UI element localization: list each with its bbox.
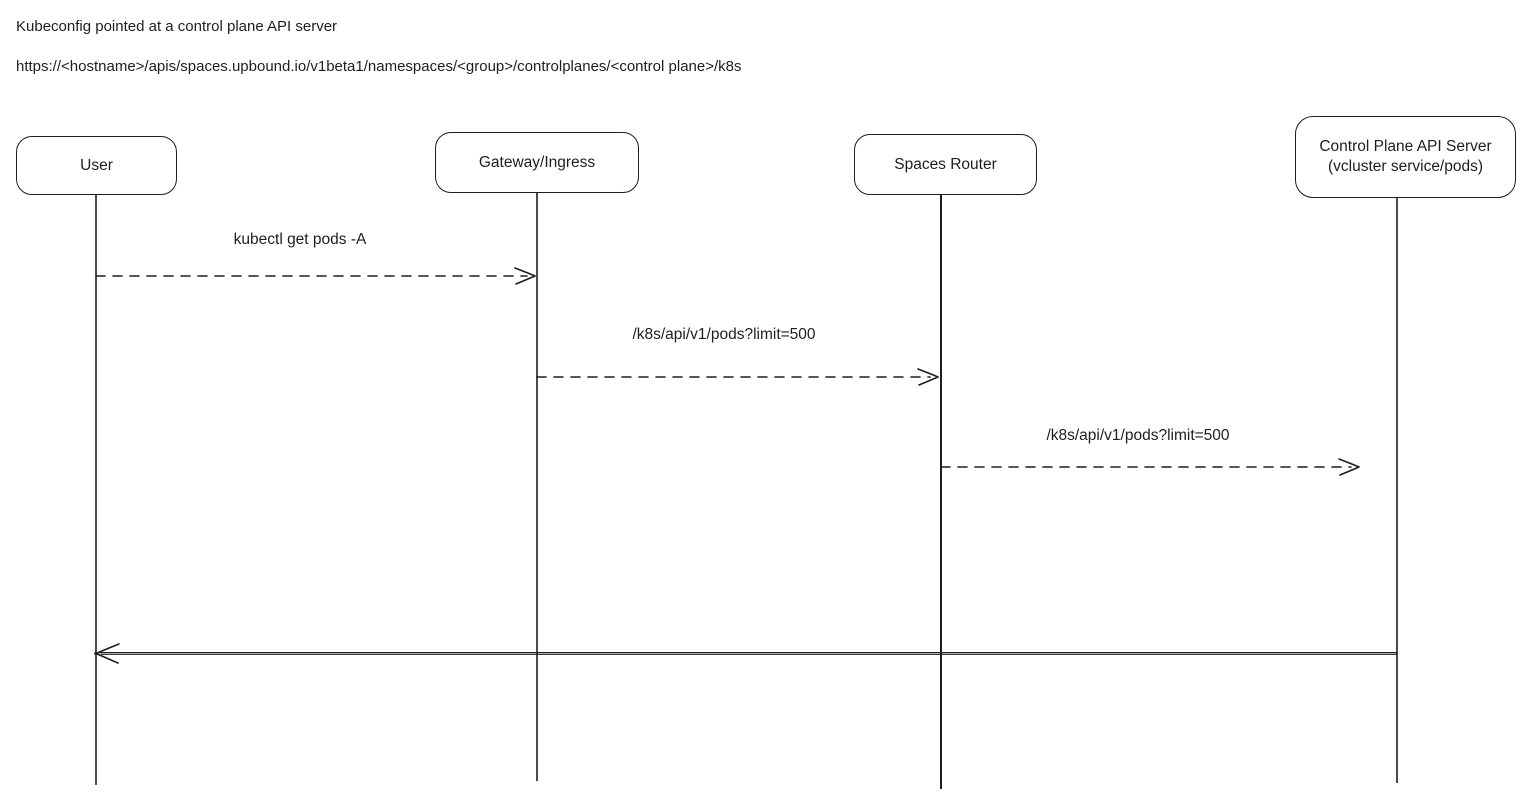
return-arrowhead <box>94 643 120 664</box>
actor-label-control-plane-line1: Control Plane API Server <box>1319 138 1492 155</box>
message-1-arrowhead <box>514 267 536 285</box>
actor-label-control-plane-line2: (vcluster service/pods) <box>1327 158 1484 175</box>
actor-label-gateway-ingress: Gateway/Ingress <box>478 153 596 171</box>
diagram-title: Kubeconfig pointed at a control plane AP… <box>16 18 338 35</box>
actor-box-user: User <box>16 136 177 195</box>
message-2-label: /k8s/api/v1/pods?limit=500 <box>632 326 816 343</box>
actor-box-gateway-ingress: Gateway/Ingress <box>435 132 639 193</box>
actor-label-spaces-router: Spaces Router <box>894 155 997 173</box>
message-1-label: kubectl get pods -A <box>233 231 367 248</box>
message-3-arrowhead <box>1338 458 1360 476</box>
message-2-arrowhead <box>917 368 939 386</box>
kubeconfig-url-text: https://<hostname>/apis/spaces.upbound.i… <box>16 58 742 75</box>
actor-label-user: User <box>80 156 113 174</box>
actor-box-control-plane-api-server: Control Plane API Server (vcluster servi… <box>1295 116 1516 198</box>
actor-box-spaces-router: Spaces Router <box>854 134 1037 195</box>
message-3-label: /k8s/api/v1/pods?limit=500 <box>1046 427 1230 444</box>
